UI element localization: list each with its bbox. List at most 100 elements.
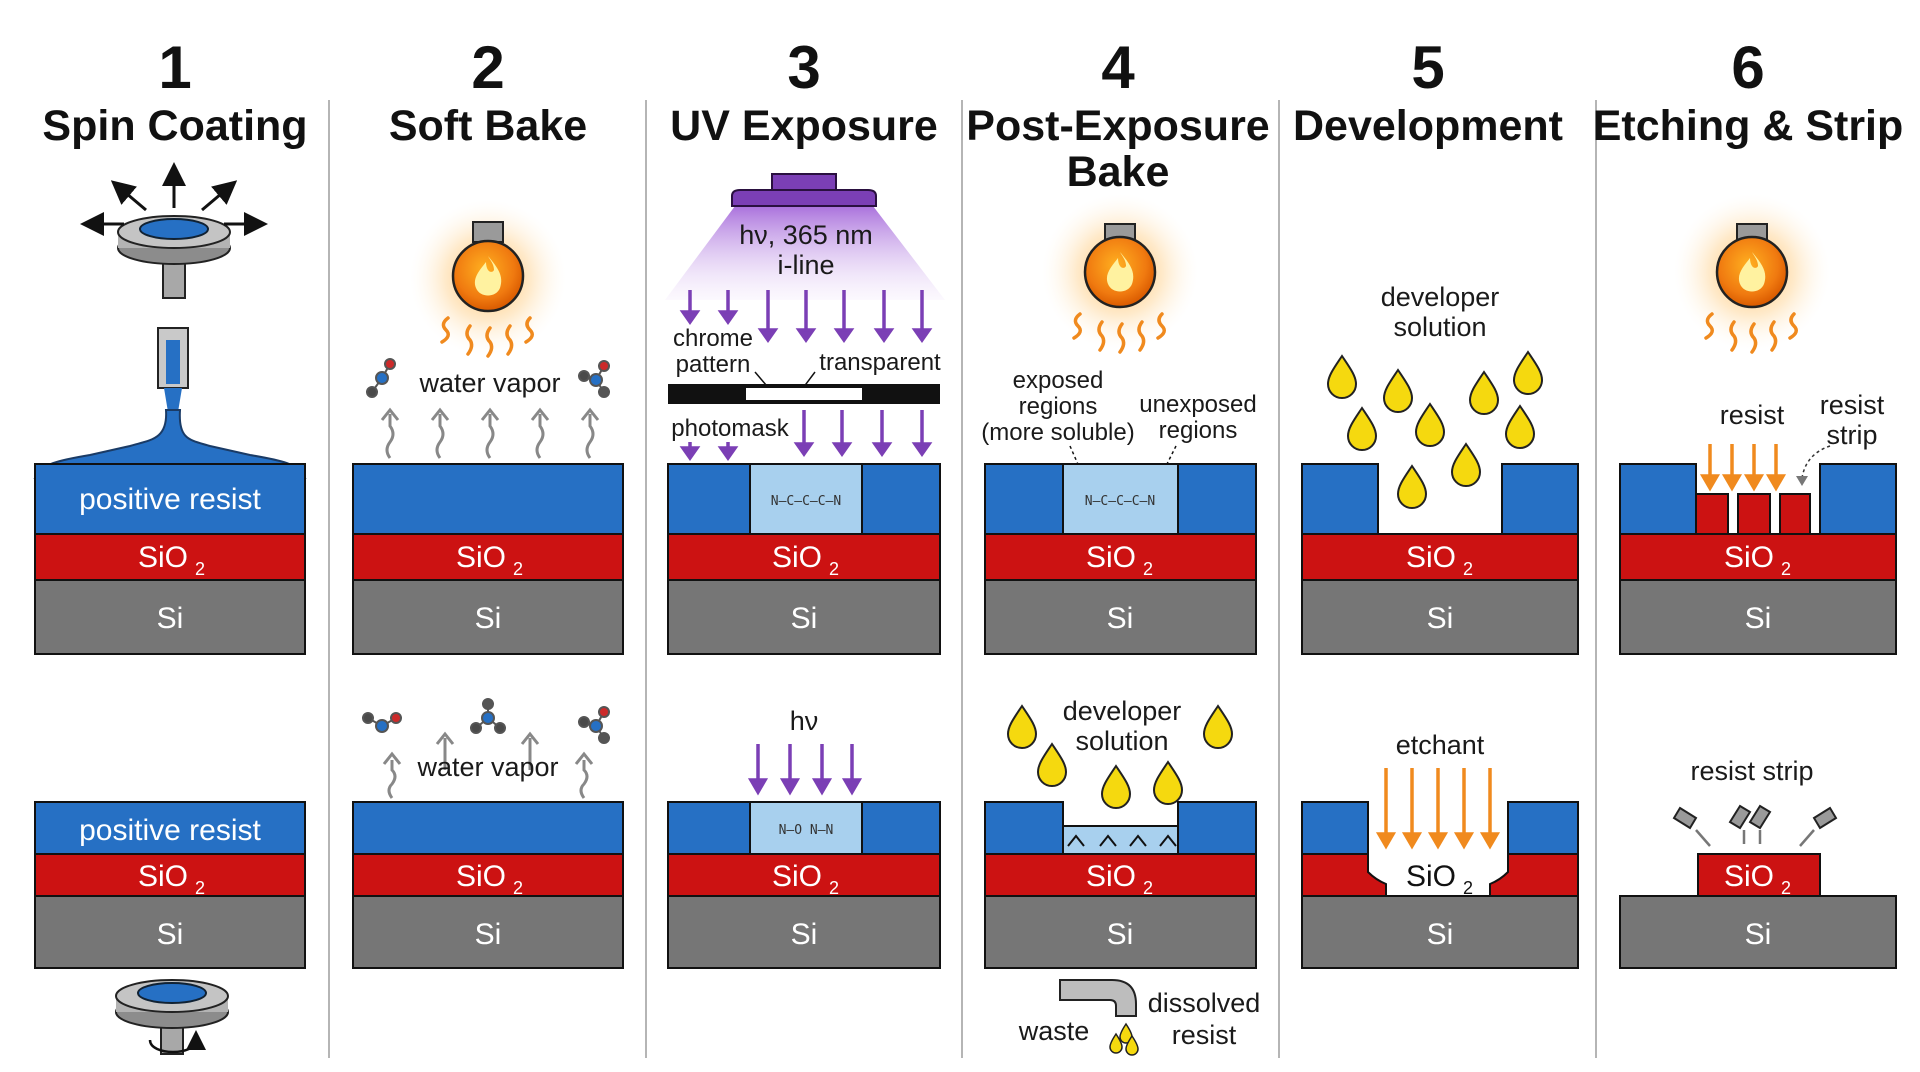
photomask-label: photomask: [671, 415, 789, 442]
vapor-arrows: [382, 731, 594, 799]
etchant-label: etchant: [1396, 730, 1485, 760]
oxide-subscript: 2: [829, 878, 839, 898]
exposed-chemistry: N–O N–N: [779, 823, 834, 838]
heater-lamp-icon: [410, 200, 566, 358]
oxide-label: SiO: [138, 541, 188, 574]
unexposed-regions-label: regions: [1159, 417, 1238, 444]
oxide-label: SiO: [1406, 541, 1456, 574]
spin-coater-icon: [115, 979, 229, 1055]
solution-label: solution: [1393, 312, 1486, 342]
regions-label: regions: [1019, 393, 1098, 420]
oxide-subscript: 2: [513, 559, 523, 579]
wafer-stack-3-top: [667, 463, 941, 655]
step-1-title: Spin Coating: [42, 102, 307, 150]
wafer-stack-1-top: [34, 463, 306, 655]
column-dividers: [328, 100, 1597, 1058]
oxide-label: SiO: [1086, 860, 1136, 893]
uv-arrows: [747, 744, 863, 796]
pattern-label: pattern: [676, 351, 751, 378]
water-vapor-label: water vapor: [418, 368, 560, 398]
oxide-label: SiO: [456, 860, 506, 893]
strip-sprays: [1695, 829, 1815, 847]
uv-line-label: i-line: [777, 250, 834, 280]
molecule-icon: [366, 358, 610, 398]
etchant-arrows: [1375, 768, 1501, 850]
unexposed-label: unexposed: [1139, 391, 1256, 418]
silicon-label: Si: [1427, 602, 1454, 635]
wafer-stack-4-top: [984, 463, 1257, 655]
column-3-uv-exposure: hν, 365 nm i-line chrome pattern transpa…: [665, 173, 945, 969]
step-4-number: 4: [1101, 34, 1135, 101]
wafer-stack-3-bottom: [667, 801, 941, 969]
wafer-stack-5-bottom: [1301, 801, 1579, 969]
dissolved-label: dissolved: [1148, 988, 1261, 1018]
step-2-title: Soft Bake: [389, 102, 587, 150]
developer-droplet-icon: [1326, 350, 1544, 509]
uv-arrows: [679, 290, 933, 344]
heater-lamp-icon: [1674, 194, 1830, 354]
oxide-subscript: 2: [1781, 559, 1791, 579]
resist-strip-label: resist strip: [1690, 756, 1813, 786]
wafer-stack-6-top: [1619, 463, 1897, 655]
column-4-post-exposure-bake: exposed regions (more soluble) unexposed…: [981, 194, 1261, 1056]
step-headers: 1 Spin Coating 2 Soft Bake 3 UV Exposure…: [42, 34, 1903, 196]
silicon-label: Si: [157, 918, 184, 951]
water-vapor-label: water vapor: [416, 752, 558, 782]
silicon-label: Si: [1745, 918, 1772, 951]
oxide-label: SiO: [1086, 541, 1136, 574]
resist-label: positive resist: [79, 483, 261, 516]
step-6-number: 6: [1731, 34, 1764, 101]
oxide-subscript: 2: [513, 878, 523, 898]
step-3-number: 3: [787, 34, 820, 101]
resist-label: positive resist: [79, 814, 261, 847]
step-5-number: 5: [1411, 34, 1444, 101]
resist-dispenser-icon: [33, 327, 307, 479]
oxide-label: SiO: [772, 860, 822, 893]
wafer-stack-2-bottom: [352, 801, 624, 969]
oxide-subscript: 2: [829, 559, 839, 579]
column-5-development: developer solution SiO 2 Si etchant: [1301, 282, 1579, 969]
more-soluble-label: (more soluble): [981, 419, 1134, 446]
drain-pipe-icon: [1059, 979, 1139, 1056]
column-2-soft-bake: water vapor SiO 2 Si: [352, 200, 624, 969]
step-2-number: 2: [471, 34, 504, 101]
silicon-label: Si: [157, 602, 184, 635]
column-1-spin-coating: positive resist SiO 2 Si positive resist…: [33, 162, 307, 1055]
oxide-subscript: 2: [195, 878, 205, 898]
silicon-label: Si: [1107, 918, 1134, 951]
wafer-stack-4-bottom: [984, 801, 1257, 969]
exposed-label: exposed: [1013, 367, 1104, 394]
spin-coater-icon: [117, 215, 231, 299]
oxide-label: SiO: [1406, 860, 1456, 893]
oxide-subscript: 2: [1463, 878, 1473, 898]
step-4-title-line1: Post-Exposure: [966, 102, 1269, 150]
resist-strip-label: resist: [1820, 390, 1885, 420]
column-6-etching-strip: resist resist strip SiO 2 Si resist stri…: [1619, 194, 1897, 969]
strip-arrows: [1699, 444, 1787, 492]
silicon-label: Si: [1107, 602, 1134, 635]
developer-droplet-icon: [1006, 704, 1234, 809]
chrome-label: chrome: [673, 325, 753, 352]
oxide-label: SiO: [772, 541, 822, 574]
developer-label: developer: [1063, 696, 1182, 726]
photomask: [668, 384, 940, 404]
silicon-label: Si: [475, 602, 502, 635]
exposed-chemistry: N–C–C–C–N: [771, 494, 841, 509]
heater-lamp-icon: [1042, 194, 1198, 354]
uv-arrows-through-mask: [679, 410, 933, 462]
hv-label: hν: [790, 706, 819, 736]
uv-lamp-icon: [665, 173, 945, 300]
oxide-label: SiO: [138, 860, 188, 893]
step-6-title: Etching & Strip: [1593, 102, 1904, 150]
silicon-label: Si: [1427, 918, 1454, 951]
oxide-label: SiO: [456, 541, 506, 574]
uv-wavelength-label: hν, 365 nm: [739, 220, 873, 250]
oxide-label: SiO: [1724, 541, 1774, 574]
step-3-title: UV Exposure: [670, 102, 938, 150]
oxide-subscript: 2: [1143, 878, 1153, 898]
solution-label: solution: [1075, 726, 1168, 756]
wafer-stack-2-top: [352, 463, 624, 655]
oxide-label: SiO: [1724, 860, 1774, 893]
silicon-label: Si: [1745, 602, 1772, 635]
